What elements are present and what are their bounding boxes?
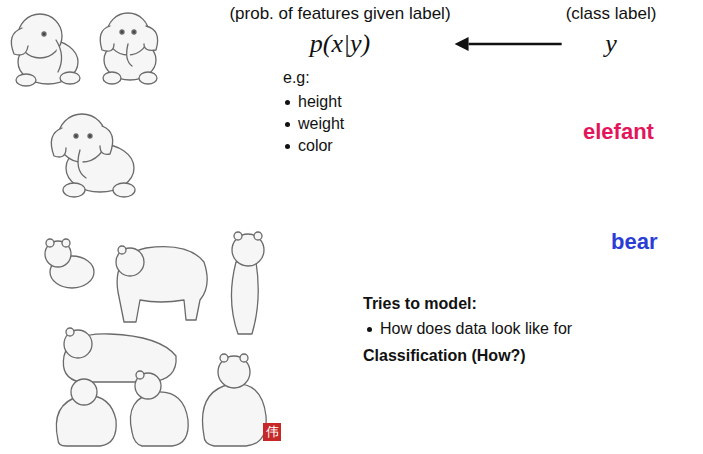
math-symbol: y	[566, 29, 657, 59]
label-text: How does data look like for	[380, 319, 572, 339]
bullet-dot	[285, 122, 290, 127]
bear-sketches	[45, 232, 266, 446]
class-name: bear	[611, 228, 657, 256]
class-name: elefant	[583, 118, 654, 146]
text-group: (prob. of features given label) p(x|y)	[229, 4, 450, 59]
label-text: e.g:	[283, 68, 310, 88]
bullet-dot	[285, 100, 290, 105]
bullet-dot	[367, 327, 372, 332]
heading-text: (class label)	[566, 4, 657, 24]
arrow-connector	[455, 37, 562, 51]
label-text: weight	[298, 114, 344, 134]
elephant-sketches	[11, 13, 157, 197]
math-symbol: p(x|y)	[229, 29, 450, 59]
seal-character: 伟	[266, 424, 279, 440]
text-group: (class label) y	[566, 4, 657, 59]
label-text: height	[298, 92, 342, 112]
bullet-dot	[285, 144, 290, 149]
seal-stamp	[263, 423, 281, 441]
section-heading: Tries to model:	[363, 294, 477, 314]
section-heading: Classification (How?)	[363, 346, 526, 366]
label-text: color	[298, 136, 333, 156]
heading-text: (prob. of features given label)	[229, 4, 450, 24]
